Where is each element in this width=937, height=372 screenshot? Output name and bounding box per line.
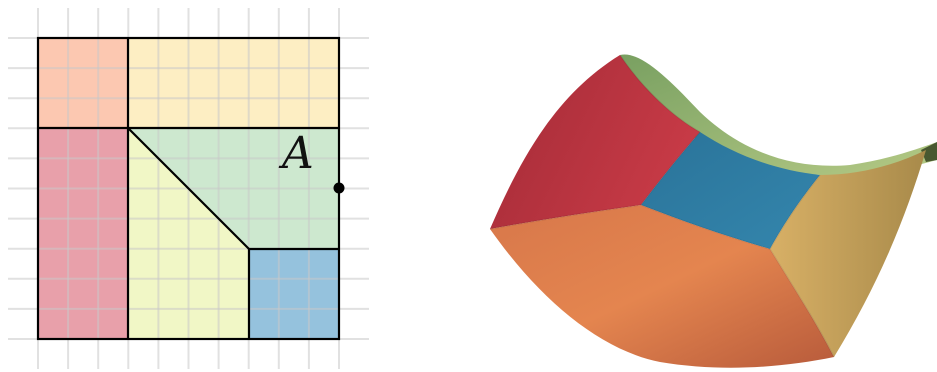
surface-patch-red	[490, 55, 700, 229]
surface-patch-yellow	[770, 150, 926, 357]
region-bottom-right	[249, 249, 339, 339]
region-top-right	[128, 38, 339, 128]
surface-patch-blue	[641, 132, 820, 249]
region-left	[38, 128, 128, 339]
marked-point	[333, 182, 345, 194]
grid-diagram: A	[8, 8, 369, 369]
surface-edge-dark	[921, 142, 937, 162]
surface-seams	[489, 54, 835, 358]
saddle-surface	[489, 54, 937, 368]
region-top-left	[38, 38, 128, 128]
region-label: A	[278, 128, 314, 179]
surface-patch-orange	[490, 205, 834, 368]
